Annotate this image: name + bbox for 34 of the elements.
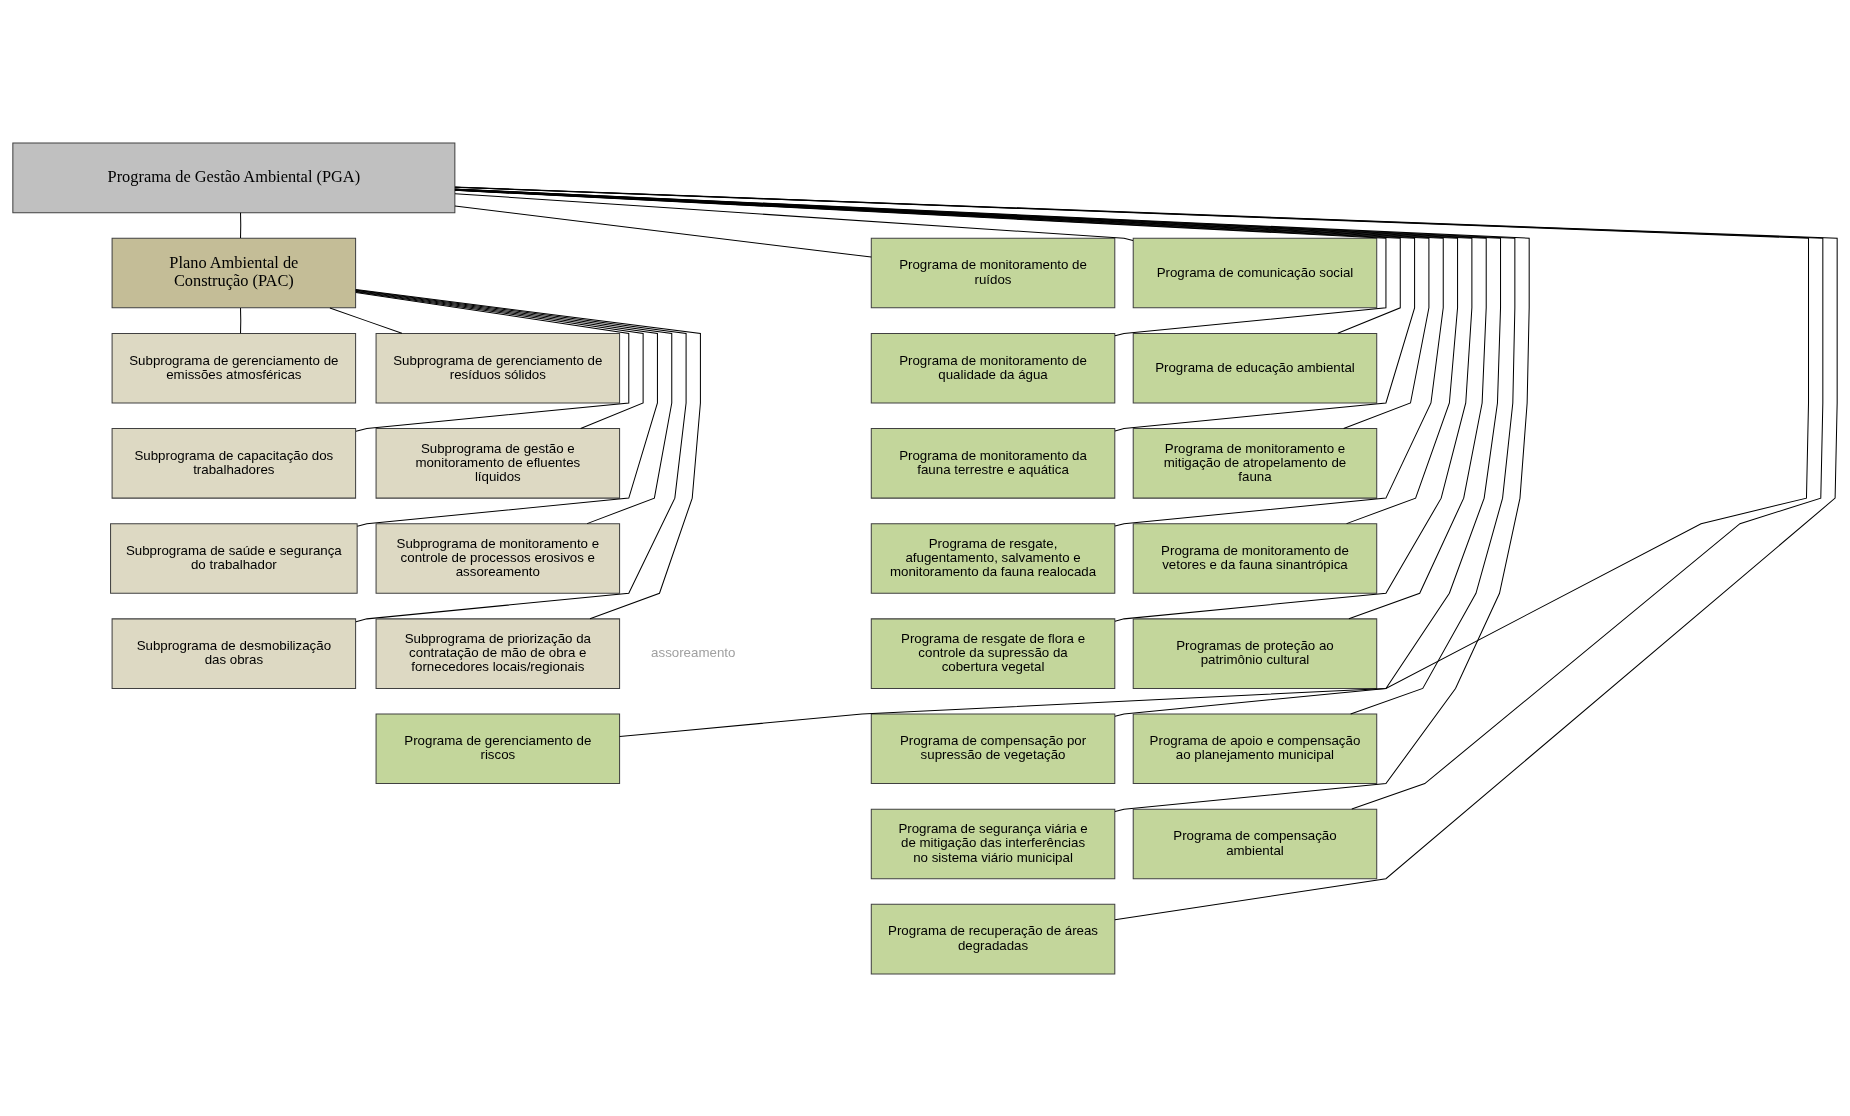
connector [454,186,1838,920]
node-box: Programa de monitoramento de qualidade da água [870,332,1116,403]
node-box: Programa de resgate de flora e controle da supressão da cobertura vegetal [870,617,1116,689]
node-box: Programa de resgate, afugentamento, salvamento e monitoramento da fauna realocada [870,522,1116,594]
node-box: Programa de segurança viária e de mitigação das interferências no sistema viário municipal [870,808,1116,879]
node-box: Subprograma de saúde e segurança do trabalhador [110,522,358,594]
node-box: Subprograma de gerenciamento de resíduos sólidos [375,332,621,403]
node-box: Programa de educação ambiental [1132,332,1378,403]
connector [240,306,242,334]
node-box: Programa de Gestão Ambiental (PGA) [12,142,456,213]
node-box: Programa de monitoramento da fauna terrestre e aquática [870,427,1116,499]
node-box: Programas de proteção ao patrimônio cultural [1132,617,1378,689]
connector [454,188,1530,812]
node-box: Programa de compensação por supressão de vegetação [870,713,1116,784]
connector [454,192,1134,241]
connector [329,306,403,334]
node-box: Subprograma de monitoramento e controle de processos erosivos e assoreamento [375,522,621,594]
connector [240,211,242,238]
node-box: Subprograma de gestão e monitoramento de efluentes líquidos [375,427,621,499]
node-box: Programa de compensação ambiental [1132,808,1378,879]
node-box: Programa de monitoramento de ruídos [870,237,1116,308]
node-box: Subprograma de capacitação dos trabalhadores [111,427,357,499]
node-box: Programa de monitoramento e mitigação de atropelamento de fauna [1132,427,1378,499]
node-box: Programa de gerenciamento de riscos [375,713,621,784]
node-box: Subprograma de gerenciamento de emissões atmosféricas [111,332,357,403]
node-box: Programa de comunicação social [1132,237,1378,308]
node-box: Plano Ambiental de Construção (PAC) [111,237,357,308]
node-box: Programa de apoio e compensação ao planejamento municipal [1132,713,1378,784]
node-box: Subprograma de desmobilização das obras [111,617,357,689]
node-box: Programa de monitoramento de vetores e da fauna sinantrópica [1132,522,1378,594]
node-box: Programa de recuperação de áreas degradadas [870,903,1116,974]
node-box: Subprograma de priorização da contratação de mão de obra e fornecedores locais/regionais [375,617,621,689]
label: assoreamento [651,644,736,660]
connector [454,205,872,258]
